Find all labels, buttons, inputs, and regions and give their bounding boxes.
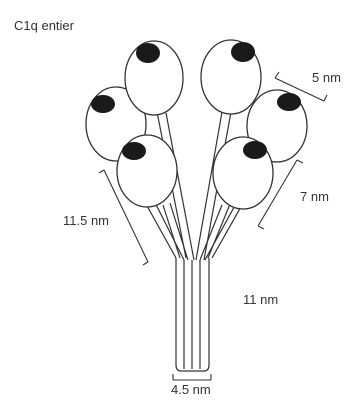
bracket-stem-width bbox=[173, 374, 211, 380]
head-spot bbox=[243, 141, 267, 159]
stalk-length-label: 7 nm bbox=[300, 189, 329, 204]
head-spot bbox=[122, 142, 146, 160]
head-front-right bbox=[213, 137, 273, 209]
head-top-right bbox=[201, 40, 261, 114]
head-front-left bbox=[117, 135, 177, 207]
stem-width-label: 4.5 nm bbox=[171, 382, 211, 397]
head-width-label: 5 nm bbox=[312, 70, 341, 85]
figure-title: C1q entier bbox=[14, 18, 75, 33]
head-spot bbox=[231, 42, 255, 62]
globular-heads bbox=[86, 40, 307, 209]
head-top-left bbox=[125, 41, 183, 115]
head-spot bbox=[91, 95, 115, 113]
arm-length-label: 11.5 nm bbox=[63, 213, 109, 228]
head-spot bbox=[136, 43, 160, 63]
collagen-stem bbox=[176, 258, 209, 371]
head-spot bbox=[277, 93, 301, 111]
collagen-stem-length-label: 11 nm bbox=[243, 292, 278, 307]
